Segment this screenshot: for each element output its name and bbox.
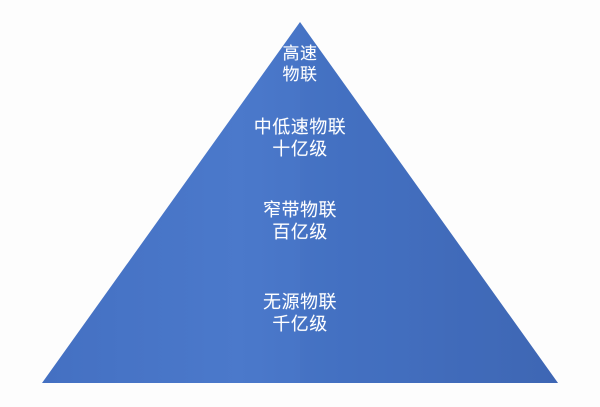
pyramid-body: [42, 22, 558, 383]
pyramid-tier-1-region: [244, 22, 356, 100]
pyramid-shading-right: [300, 22, 558, 383]
pyramid-tier-2-region: [190, 100, 410, 176]
pyramid-tier-3-region: [126, 176, 474, 266]
pyramid-tier-4-region: [42, 266, 558, 383]
